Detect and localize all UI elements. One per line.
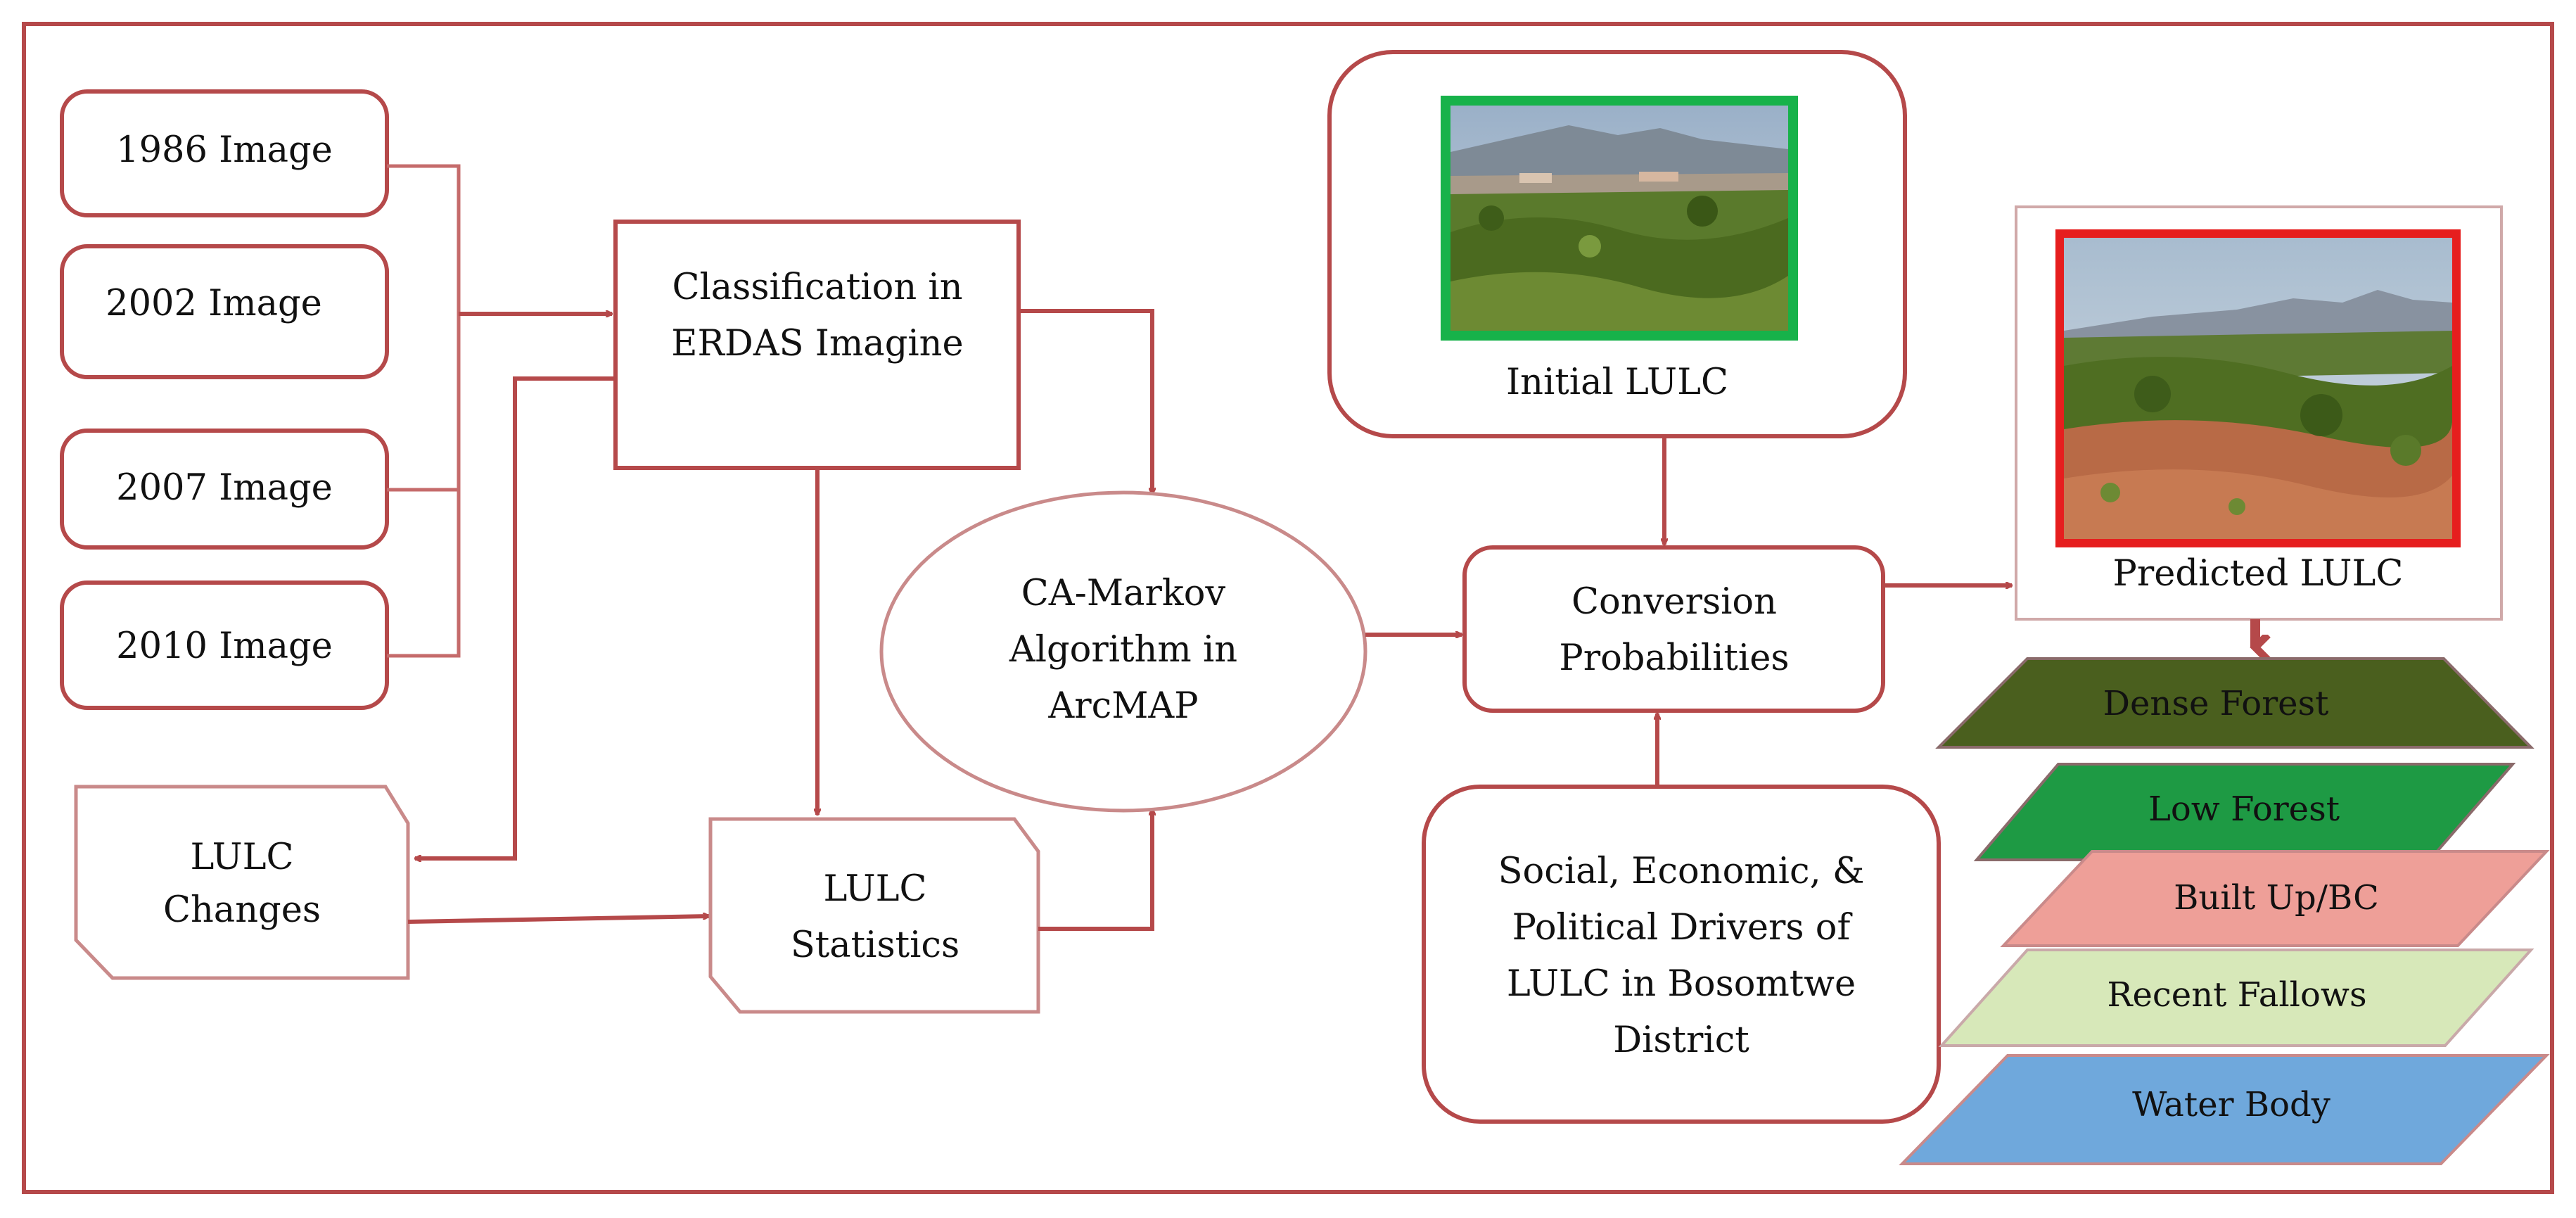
initial-lulc-box: Initial LULC [1327, 50, 1907, 438]
ca-markov-line3: ArcMAP [1047, 685, 1198, 727]
class-dense-forest: Dense Forest [1935, 657, 2534, 749]
class-recent-fallows: Recent Fallows [1938, 949, 2534, 1047]
initial-lulc-photo [1441, 96, 1798, 341]
class-water-body-label: Water Body [2132, 1085, 2330, 1124]
image-label-2007: 2007 Image [116, 467, 333, 509]
classification-line1: Classification in [672, 267, 962, 308]
lulc-statistics-line1: LULC [824, 868, 927, 910]
drivers-line4: District [1613, 1020, 1749, 1061]
lulc-changes-line2: Changes [163, 889, 321, 931]
arrow-classification-to-camarkov [1019, 309, 1152, 494]
arrow-classification-to-changes [415, 376, 616, 858]
class-dense-forest-label: Dense Forest [2103, 684, 2329, 723]
drivers-line1: Social, Economic, & [1498, 851, 1865, 892]
image-bracket [387, 164, 612, 658]
image-label-1986: 1986 Image [116, 129, 333, 171]
class-water-body: Water Body [1899, 1054, 2550, 1165]
arrow-changes-to-statistics [407, 916, 709, 924]
ca-markov-line2: Algorithm in [1009, 629, 1237, 671]
predicted-lulc-box: Predicted LULC [2015, 205, 2503, 621]
image-box-1986: 1986 Image [60, 89, 389, 217]
lulc-statistics-box: LULC Statistics [708, 817, 1040, 1014]
arrow-statistics-to-camarkov [1038, 809, 1152, 931]
lulc-statistics-line2: Statistics [791, 925, 959, 966]
class-built-up-label: Built Up/BC [2174, 878, 2379, 918]
class-built-up: Built Up/BC [2000, 850, 2550, 947]
image-box-2002: 2002 Image [60, 244, 389, 379]
initial-lulc-caption: Initial LULC [1506, 362, 1728, 403]
lulc-changes-box: LULC Changes [74, 785, 410, 980]
predicted-lulc-caption: Predicted LULC [2113, 553, 2404, 595]
conversion-line2: Probabilities [1559, 637, 1789, 679]
class-low-forest: Low Forest [1973, 763, 2516, 861]
predicted-lulc-photo [2055, 229, 2461, 547]
class-low-forest-label: Low Forest [2148, 789, 2340, 829]
conversion-box: Conversion Probabilities [1462, 545, 1885, 713]
conversion-line1: Conversion [1571, 581, 1777, 623]
classification-line2: ERDAS Imagine [671, 323, 963, 364]
drivers-line3: LULC in Bosomtwe [1507, 963, 1856, 1005]
outer-frame [22, 22, 2554, 1194]
lulc-changes-line1: LULC [191, 837, 294, 878]
image-label-2010: 2010 Image [116, 626, 333, 667]
image-box-2007: 2007 Image [60, 429, 389, 550]
ca-markov-line1: CA-Markov [1021, 573, 1226, 614]
classification-box: Classification in ERDAS Imagine [613, 220, 1021, 470]
drivers-line2: Political Drivers of [1512, 907, 1853, 949]
class-recent-fallows-label: Recent Fallows [2107, 975, 2366, 1015]
drivers-box: Social, Economic, & Political Drivers of… [1422, 785, 1941, 1124]
image-label-2002: 2002 Image [106, 283, 322, 324]
image-box-2010: 2010 Image [60, 581, 389, 710]
ca-markov-ellipse: CA-Markov Algorithm in ArcMAP [879, 490, 1367, 813]
